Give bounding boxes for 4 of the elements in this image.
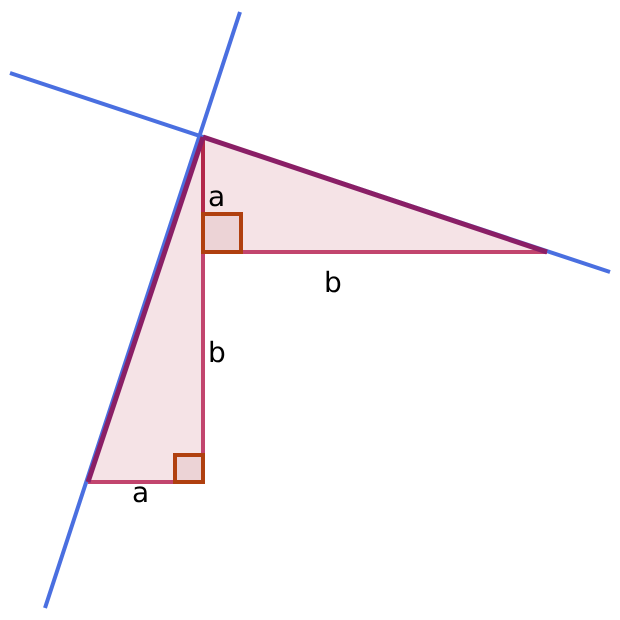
side-label: b [208,338,226,368]
side-label: b [324,268,342,298]
side-label: a [208,182,226,212]
side-label: a [132,478,150,508]
